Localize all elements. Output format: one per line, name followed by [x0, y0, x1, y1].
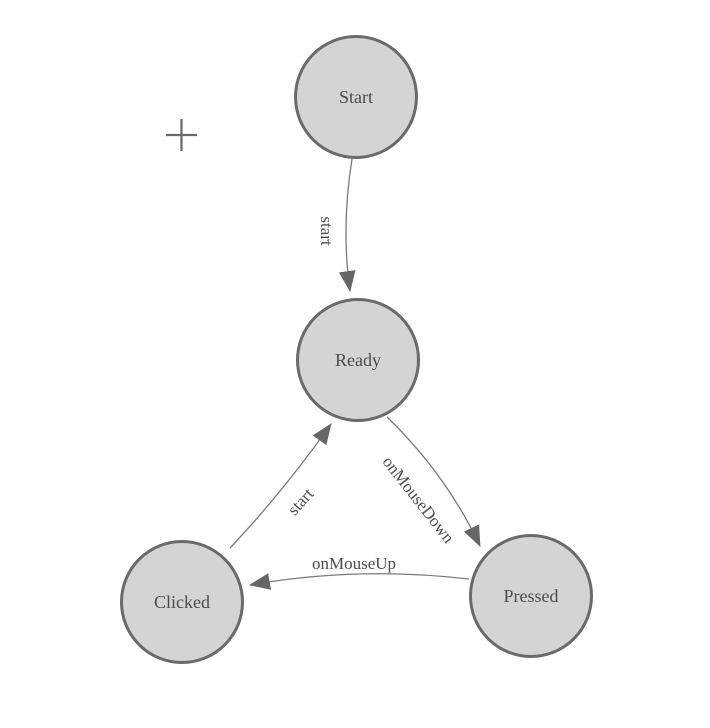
- edge-label-onmouseup: onMouseUp: [311, 554, 397, 573]
- edge-ready-to-pressed[interactable]: [386, 416, 481, 547]
- state-node-ready-label: Ready: [335, 349, 381, 370]
- crosshair-icon: [166, 119, 197, 151]
- edge-start-to-ready[interactable]: [338, 158, 356, 293]
- edge-pressed-to-clicked[interactable]: [248, 573, 470, 590]
- state-node-pressed[interactable]: Pressed: [469, 534, 593, 658]
- edge-label-start-to-ready: start: [317, 216, 336, 246]
- state-node-clicked[interactable]: Clicked: [120, 540, 244, 664]
- state-node-start-label: Start: [339, 86, 373, 107]
- state-node-ready[interactable]: Ready: [296, 298, 420, 422]
- state-node-start[interactable]: Start: [294, 35, 418, 159]
- state-node-clicked-label: Clicked: [154, 591, 210, 612]
- state-node-pressed-label: Pressed: [503, 585, 559, 606]
- edge-clicked-to-ready[interactable]: [229, 423, 332, 549]
